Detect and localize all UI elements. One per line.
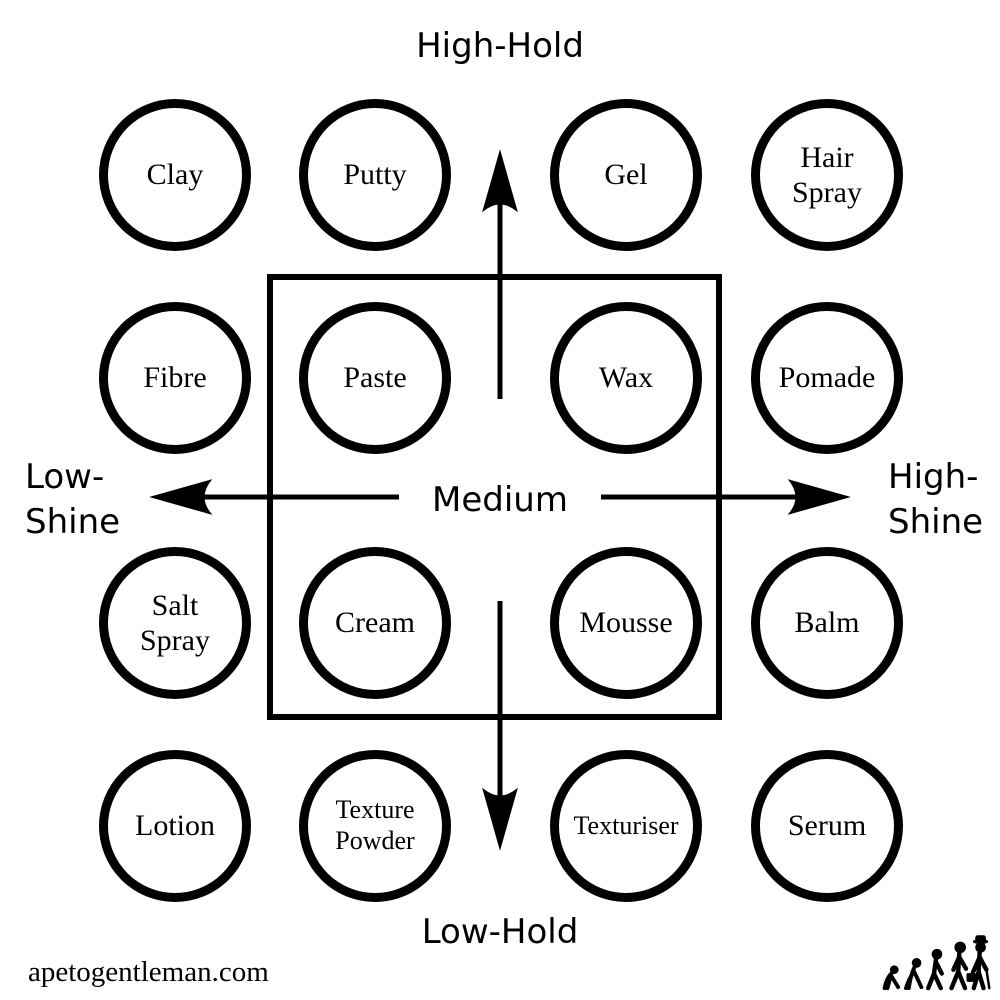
high-shine-label: High- Shine bbox=[888, 457, 984, 542]
right-arrow-high-shine bbox=[601, 479, 851, 515]
product-circle-mousse: Mousse bbox=[550, 547, 702, 699]
up-arrow-high-hold bbox=[482, 149, 518, 399]
product-label: Pomade bbox=[778, 361, 876, 395]
product-circle-lotion: Lotion bbox=[99, 750, 251, 902]
product-circle-wax: Wax bbox=[550, 302, 702, 454]
low-hold-label: Low-Hold bbox=[421, 912, 579, 952]
product-label: Hair Spray bbox=[792, 140, 862, 209]
product-circle-texture-powder: Texture Powder bbox=[299, 750, 451, 902]
product-label: Texture Powder bbox=[335, 795, 415, 855]
product-circle-putty: Putty bbox=[299, 99, 451, 251]
product-circle-balm: Balm bbox=[751, 547, 903, 699]
product-label: Texturiser bbox=[573, 810, 679, 840]
high-hold-label: High-Hold bbox=[416, 26, 584, 66]
evolution-of-man-icon bbox=[882, 935, 991, 991]
down-arrow-low-hold bbox=[482, 601, 518, 851]
product-circle-cream: Cream bbox=[299, 547, 451, 699]
product-label: Salt Spray bbox=[140, 588, 210, 657]
product-label: Clay bbox=[146, 158, 204, 192]
product-label: Serum bbox=[787, 809, 867, 843]
product-circle-fibre: Fibre bbox=[99, 302, 251, 454]
website-url: apetogentleman.com bbox=[28, 956, 269, 988]
left-arrow-low-shine bbox=[149, 479, 399, 515]
product-circle-paste: Paste bbox=[299, 302, 451, 454]
product-label: Gel bbox=[604, 158, 648, 192]
product-circle-hair-spray: Hair Spray bbox=[751, 99, 903, 251]
product-label: Fibre bbox=[143, 361, 207, 395]
product-label: Putty bbox=[343, 158, 407, 192]
product-circle-pomade: Pomade bbox=[751, 302, 903, 454]
product-circle-serum: Serum bbox=[751, 750, 903, 902]
product-circle-texturiser: Texturiser bbox=[550, 750, 702, 902]
low-shine-label: Low- Shine bbox=[25, 457, 121, 542]
product-label: Cream bbox=[335, 606, 415, 640]
product-label: Wax bbox=[598, 361, 654, 395]
medium-label: Medium bbox=[432, 480, 568, 520]
product-label: Paste bbox=[343, 361, 407, 395]
product-label: Mousse bbox=[579, 606, 673, 640]
product-circle-clay: Clay bbox=[99, 99, 251, 251]
product-label: Lotion bbox=[135, 809, 215, 843]
product-circle-gel: Gel bbox=[550, 99, 702, 251]
product-circle-salt-spray: Salt Spray bbox=[99, 547, 251, 699]
product-label: Balm bbox=[794, 606, 860, 640]
